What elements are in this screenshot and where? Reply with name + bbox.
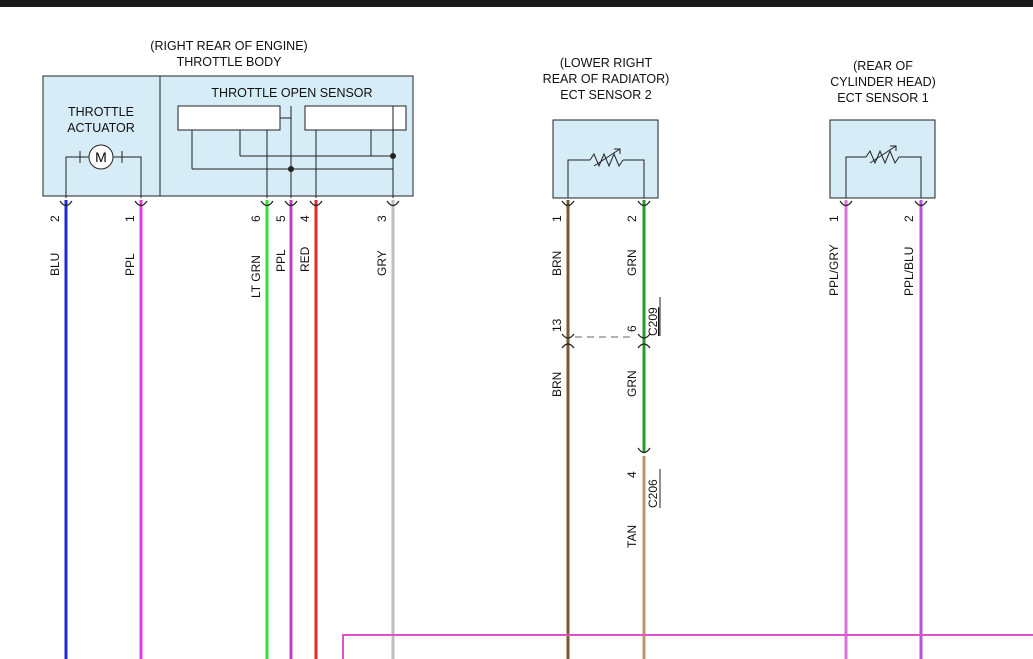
c206-connector <box>637 447 651 454</box>
ect2-location-line1: (LOWER RIGHT <box>560 56 653 70</box>
throttle-body-location: (RIGHT REAR OF ENGINE) <box>150 39 307 53</box>
wire-label-ppl-actuator: PPL <box>123 253 137 276</box>
wire-label-ppl-sensor: PPL <box>274 249 288 272</box>
c209-inline-connector-grn <box>637 333 651 349</box>
actuator-label-line1: THROTTLE <box>68 105 134 119</box>
wire-label-lt-grn: LT GRN <box>249 255 263 298</box>
pin-number-ppl-actuator: 1 <box>123 215 137 222</box>
ect2-title: ECT SENSOR 2 <box>560 88 652 102</box>
bus-wire <box>342 634 1033 659</box>
sensor-internal-wiring <box>191 106 396 198</box>
wires <box>64 200 1033 659</box>
actuator-wire-right <box>122 156 142 198</box>
ect1-location-line1: (REAR OF <box>853 59 913 73</box>
pin-connector <box>284 200 298 207</box>
c209-pin-brn: 13 <box>550 318 564 332</box>
top-border <box>0 0 1033 7</box>
wire-label-grn-top: GRN <box>625 249 639 276</box>
throttle-body-component <box>42 75 414 197</box>
pin-connector <box>914 200 928 207</box>
motor-icon: M <box>79 144 123 170</box>
throttle-body-title: THROTTLE BODY <box>177 55 283 69</box>
wire-label-ppl-blu: PPL/BLU <box>902 247 916 296</box>
sensor-element-right <box>304 105 407 131</box>
throttle-open-sensor-label: THROTTLE OPEN SENSOR <box>211 86 372 100</box>
pin-number-ppl-gry: 1 <box>827 215 841 222</box>
pin-connectors <box>59 200 928 454</box>
pin-number-ppl-sensor: 5 <box>274 215 288 222</box>
pin-connector <box>134 200 148 207</box>
wire-label-blu: BLU <box>48 253 62 276</box>
pin-number-ppl-blu: 2 <box>902 215 916 222</box>
ect2-location-line2: REAR OF RADIATOR) <box>543 72 670 86</box>
pin-number-lt-grn: 6 <box>249 215 263 222</box>
wire-label-brn-bottom: BRN <box>550 372 564 397</box>
c206-pin: 4 <box>625 471 639 478</box>
wire-label-grn-bottom: GRN <box>625 370 639 397</box>
thermistor-icon <box>567 148 645 198</box>
wire-label-red: RED <box>298 246 312 272</box>
wire-label-brn-top: BRN <box>550 251 564 276</box>
c209-inline-connector-brn <box>561 333 575 349</box>
c209-pin-grn: 6 <box>625 325 639 332</box>
thermistor-icon <box>845 145 922 198</box>
wire-label-ppl-gry: PPL/GRY <box>827 244 841 296</box>
connector-c206-label: C206 <box>646 479 660 508</box>
pin-connector <box>637 200 651 207</box>
pin-number-grn: 2 <box>625 215 639 222</box>
actuator-wire-left <box>65 156 80 198</box>
wire-label-tan: TAN <box>625 525 639 548</box>
ect1-title: ECT SENSOR 1 <box>837 91 929 105</box>
motor-symbol: M <box>95 149 107 165</box>
pin-number-brn: 1 <box>550 215 564 222</box>
pin-connector <box>839 200 853 207</box>
actuator-label-line2: ACTUATOR <box>67 121 135 135</box>
pin-number-gry: 3 <box>375 215 389 222</box>
pin-connector <box>59 200 73 207</box>
pin-number-blu: 2 <box>48 215 62 222</box>
pin-connector <box>386 200 400 207</box>
sensor-element-left <box>177 105 281 131</box>
pin-connector <box>561 200 575 207</box>
wire-label-gry: GRY <box>375 250 389 276</box>
ect1-location-line2: CYLINDER HEAD) <box>830 75 936 89</box>
ect1-component <box>829 119 936 199</box>
connector-c209-label: C209 <box>646 307 660 336</box>
pin-number-red: 4 <box>298 215 312 222</box>
pin-connector <box>309 200 323 207</box>
pin-connector <box>260 200 274 207</box>
